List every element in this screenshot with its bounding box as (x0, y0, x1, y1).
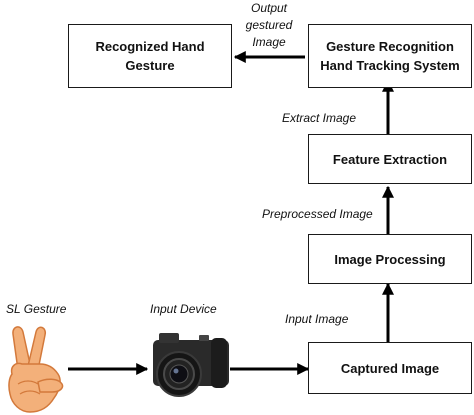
input-image-label: Input Image (285, 312, 349, 326)
peace-hand-icon (8, 326, 64, 413)
extract-image-label: Extract Image (282, 111, 357, 125)
output-gestured-image-label: Output gestured Image (245, 1, 293, 49)
hand-creases (17, 380, 41, 395)
input-device-label: Input Device (150, 302, 217, 316)
captured-image-box: Captured Image (308, 342, 472, 394)
hand-finger-middle (27, 326, 47, 372)
feature-extraction-box: Feature Extraction (308, 134, 472, 184)
camera-lens-glass (169, 364, 189, 384)
gesture-recognition-box: Gesture Recognition Hand Tracking System (308, 24, 472, 88)
camera-icon (153, 333, 229, 397)
recognized-hand-gesture-box: Recognized Hand Gesture (68, 24, 232, 88)
sl-gesture-label: SL Gesture (6, 302, 67, 316)
preprocessed-image-label: Preprocessed Image (262, 207, 373, 221)
camera-dial (199, 335, 209, 341)
camera-grip (211, 338, 227, 388)
image-processing-box: Image Processing (308, 234, 472, 284)
hand-finger-index (12, 326, 31, 372)
camera-lens-glint (173, 368, 179, 374)
camera-top (159, 333, 179, 343)
hand-thumb (37, 378, 64, 393)
hand-palm (8, 362, 61, 413)
